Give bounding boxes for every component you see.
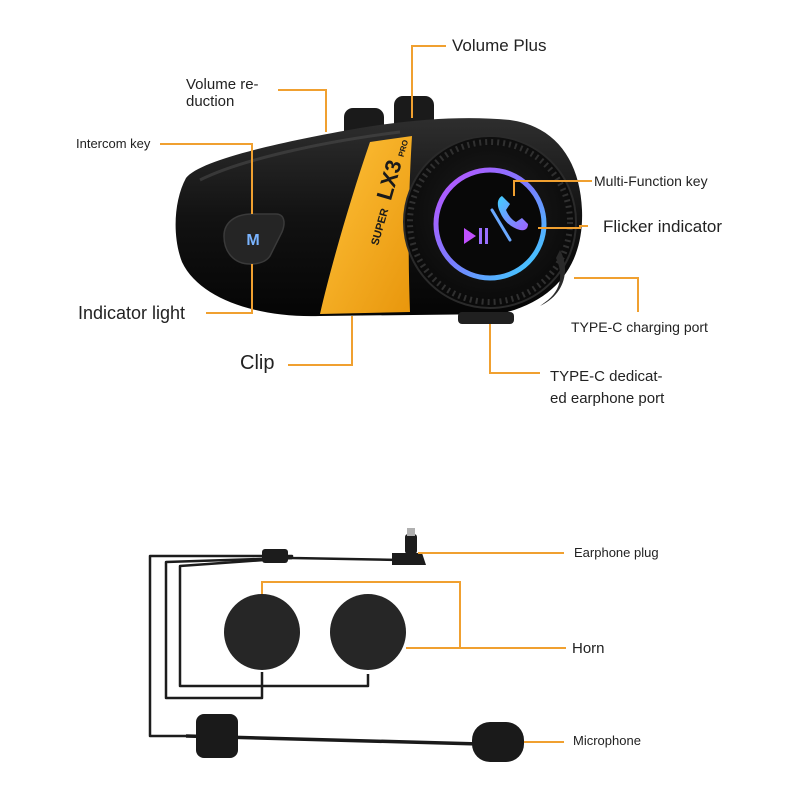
label-intercom-key: Intercom key xyxy=(76,136,151,151)
accessory-kit xyxy=(148,528,524,762)
label-type-c-earphone-line2: ed earphone port xyxy=(550,390,665,407)
microphone-boom xyxy=(185,734,481,746)
charging-port-housing xyxy=(458,312,514,324)
intercom-key-button[interactable] xyxy=(223,213,285,265)
label-volume-reduction-line2: duction xyxy=(186,93,235,110)
play-pause-icon xyxy=(464,228,488,244)
kit-leader-lines xyxy=(261,552,566,743)
label-multi-function-key: Multi-Function key xyxy=(594,173,708,189)
label-volume-reduction-line1: Volume re- xyxy=(186,76,259,93)
label-volume-plus: Volume Plus xyxy=(452,36,547,55)
yellow-stripe xyxy=(320,136,412,314)
device-clip xyxy=(540,250,566,306)
label-type-c-charging: TYPE-C charging port xyxy=(571,319,708,335)
flicker-indicator-ring xyxy=(433,167,547,281)
m-key-icon: M xyxy=(246,232,259,249)
label-type-c-earphone-line1: TYPE-C dedicat- xyxy=(550,368,663,385)
horn-speaker-right xyxy=(330,594,406,670)
label-flicker-indicator: Flicker indicator xyxy=(603,217,723,236)
phone-icon xyxy=(497,196,528,231)
label-indicator-light: Indicator light xyxy=(78,303,186,323)
device-leader-lines xyxy=(160,45,639,374)
label-horn: Horn xyxy=(572,640,605,657)
intercom-device: M SUPER LX3 PRO xyxy=(175,96,583,324)
dial-knurl xyxy=(407,139,573,305)
earphone-plug xyxy=(262,528,426,565)
label-microphone: Microphone xyxy=(573,733,641,748)
label-clip: Clip xyxy=(240,352,275,374)
horn-speaker-left xyxy=(224,594,300,670)
label-earphone-plug: Earphone plug xyxy=(574,545,659,560)
microphone-foam xyxy=(472,722,524,762)
